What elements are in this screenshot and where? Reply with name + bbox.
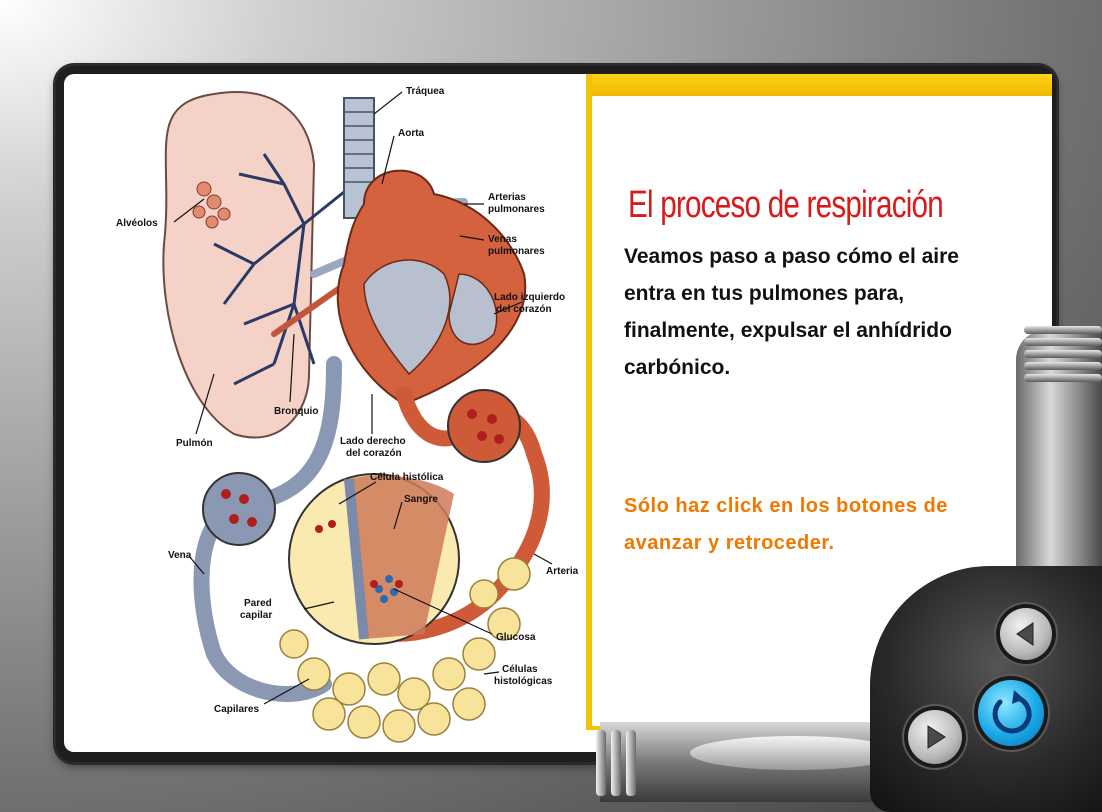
console-base-oval [690, 736, 900, 770]
panel-top-bar [592, 74, 1052, 96]
forward-button[interactable] [908, 710, 962, 764]
label-pared-2: capilar [240, 610, 272, 621]
label-pared-1: Pared [244, 598, 272, 609]
label-bronquio: Bronquio [274, 406, 318, 417]
label-sangre: Sangre [404, 494, 438, 505]
artery-blood-cells [447, 389, 521, 463]
console-coil [1024, 326, 1102, 392]
control-pod [870, 566, 1102, 812]
bronchi-tree [213, 153, 355, 386]
replay-icon [992, 690, 1032, 734]
label-arterias-2: pulmonares [488, 204, 545, 215]
alveoli [192, 181, 231, 229]
label-celulas-1: Células [502, 664, 538, 675]
label-lado-izquierdo-2: del corazón [496, 304, 552, 315]
call-to-action-text: Sólo haz click en los botones de avanzar… [624, 495, 948, 554]
label-arteria: Arteria [546, 566, 579, 577]
vein-blood-cells [202, 472, 276, 546]
label-capilares: Capilares [214, 704, 259, 715]
lung-shape [162, 91, 316, 439]
label-venas-1: Venas [488, 234, 517, 245]
label-celula-histolica: Célula histólica [370, 472, 444, 483]
label-glucosa: Glucosa [496, 632, 536, 643]
label-celulas-2: histológicas [494, 676, 553, 687]
label-arterias-1: Arterias [488, 192, 526, 203]
vein [193, 356, 342, 702]
console-ribs [596, 730, 652, 796]
label-lado-derecho-2: del corazón [346, 448, 402, 459]
triangle-right-icon [927, 725, 946, 749]
back-button[interactable] [1000, 608, 1052, 660]
label-traquea: Tráquea [406, 86, 445, 97]
label-venas-2: pulmonares [488, 246, 545, 257]
label-lado-derecho-1: Lado derecho [340, 436, 406, 447]
intro-text: Veamos paso a paso cómo el aire entra en… [624, 245, 959, 379]
triangle-left-icon [1016, 622, 1034, 646]
label-pulmon: Pulmón [176, 438, 213, 449]
replay-button[interactable] [978, 680, 1044, 746]
respiratory-circulatory-diagram: Tráquea Aorta Alvéolos Arterias pulmonar… [116, 86, 579, 743]
label-lado-izquierdo-1: Lado izquierdo [494, 292, 565, 303]
tissue-cells [279, 557, 531, 743]
label-alveolos: Alvéolos [116, 218, 158, 229]
panel-title: El proceso de respiración [628, 184, 944, 226]
label-vena: Vena [168, 550, 192, 561]
label-aorta: Aorta [398, 128, 425, 139]
